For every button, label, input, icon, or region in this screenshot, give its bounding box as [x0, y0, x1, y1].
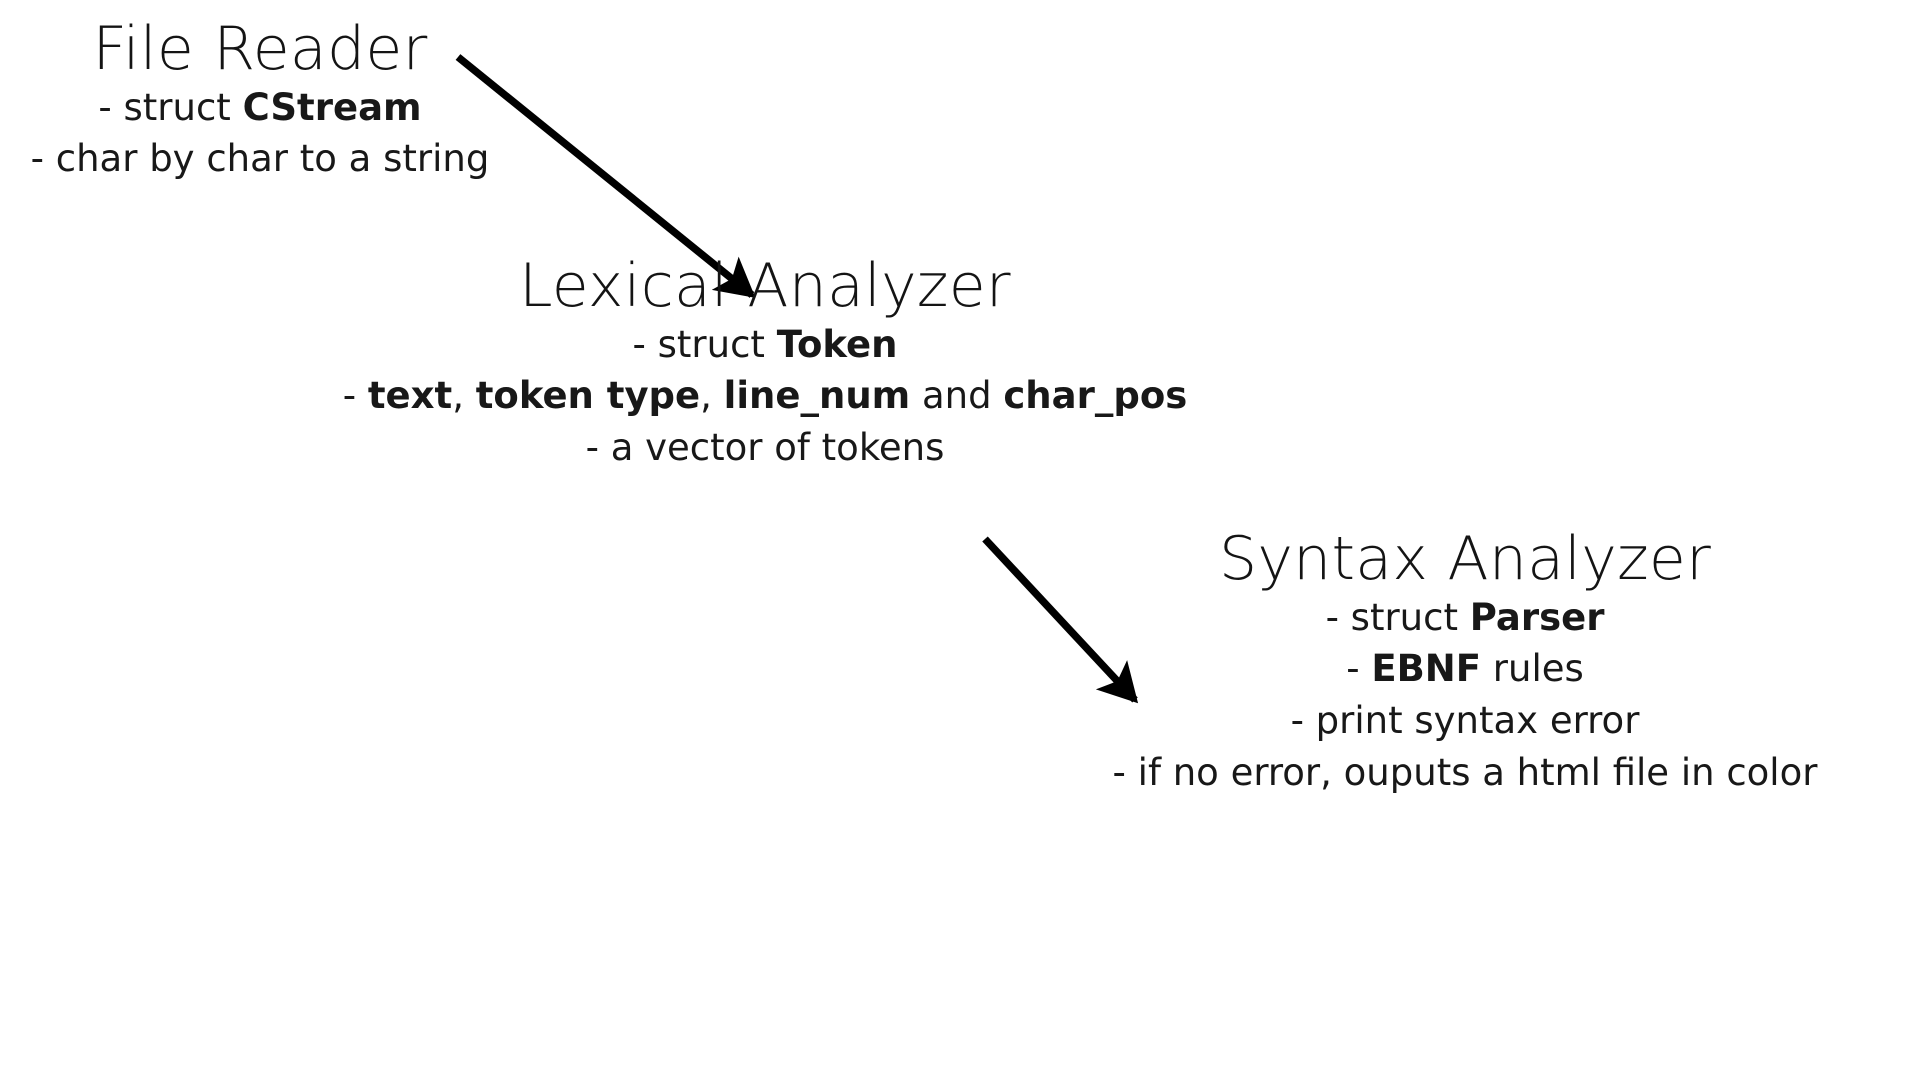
node-lexical-analyzer-field-text: text: [367, 374, 453, 418]
node-lexical-analyzer-line-1: - struct Token: [260, 319, 1270, 371]
node-syntax-analyzer: Syntax Analyzer - struct Parser - EBNF r…: [1000, 524, 1920, 799]
node-lexical-analyzer-field-char-pos: char_pos: [1003, 374, 1188, 418]
node-file-reader-line-1-pre: - struct: [98, 85, 243, 129]
node-syntax-analyzer-line-1-bold: Parser: [1469, 595, 1605, 639]
node-syntax-analyzer-line-2: - EBNF rules: [1000, 643, 1920, 695]
node-lexical-analyzer-line-2-dash: -: [342, 374, 368, 418]
node-syntax-analyzer-line-3: - print syntax error: [1290, 699, 1640, 743]
node-lexical-analyzer-line-2-sep-1: ,: [452, 374, 476, 418]
node-file-reader-line-1: - struct CStream: [0, 82, 520, 134]
node-file-reader-line-2: - char by char to a string: [30, 137, 490, 181]
node-lexical-analyzer-line-1-bold: Token: [776, 322, 898, 366]
node-syntax-analyzer-line-1-pre: - struct: [1325, 595, 1470, 639]
node-lexical-analyzer-field-line-num: line_num: [723, 374, 911, 418]
node-lexical-analyzer-line-3: - a vector of tokens: [585, 426, 945, 470]
node-syntax-analyzer-line-1: - struct Parser: [1000, 592, 1920, 644]
node-syntax-analyzer-line-2-post: rules: [1481, 647, 1584, 691]
node-lexical-analyzer-line-2: - text, token type, line_num and char_po…: [260, 370, 1270, 422]
node-syntax-analyzer-line-2-pre: -: [1346, 647, 1372, 691]
node-file-reader-line-1-bold: CStream: [242, 85, 422, 129]
node-lexical-analyzer: Lexical Analyzer - struct Token - text, …: [260, 251, 1270, 474]
node-lexical-analyzer-line-2-sep-2: ,: [700, 374, 724, 418]
node-lexical-analyzer-line-1-pre: - struct: [632, 322, 777, 366]
node-file-reader: File Reader - struct CStream - char by c…: [0, 14, 520, 185]
node-syntax-analyzer-line-4: - if no error, ouputs a html file in col…: [1112, 750, 1818, 794]
node-syntax-analyzer-line-2-bold: EBNF: [1371, 647, 1482, 691]
node-file-reader-title: File Reader: [92, 14, 428, 84]
node-syntax-analyzer-title: Syntax Analyzer: [1218, 524, 1712, 594]
node-lexical-analyzer-line-2-sep-3: and: [910, 374, 1004, 418]
node-lexical-analyzer-field-token-type: token type: [475, 374, 701, 418]
node-lexical-analyzer-title: Lexical Analyzer: [519, 251, 1011, 321]
